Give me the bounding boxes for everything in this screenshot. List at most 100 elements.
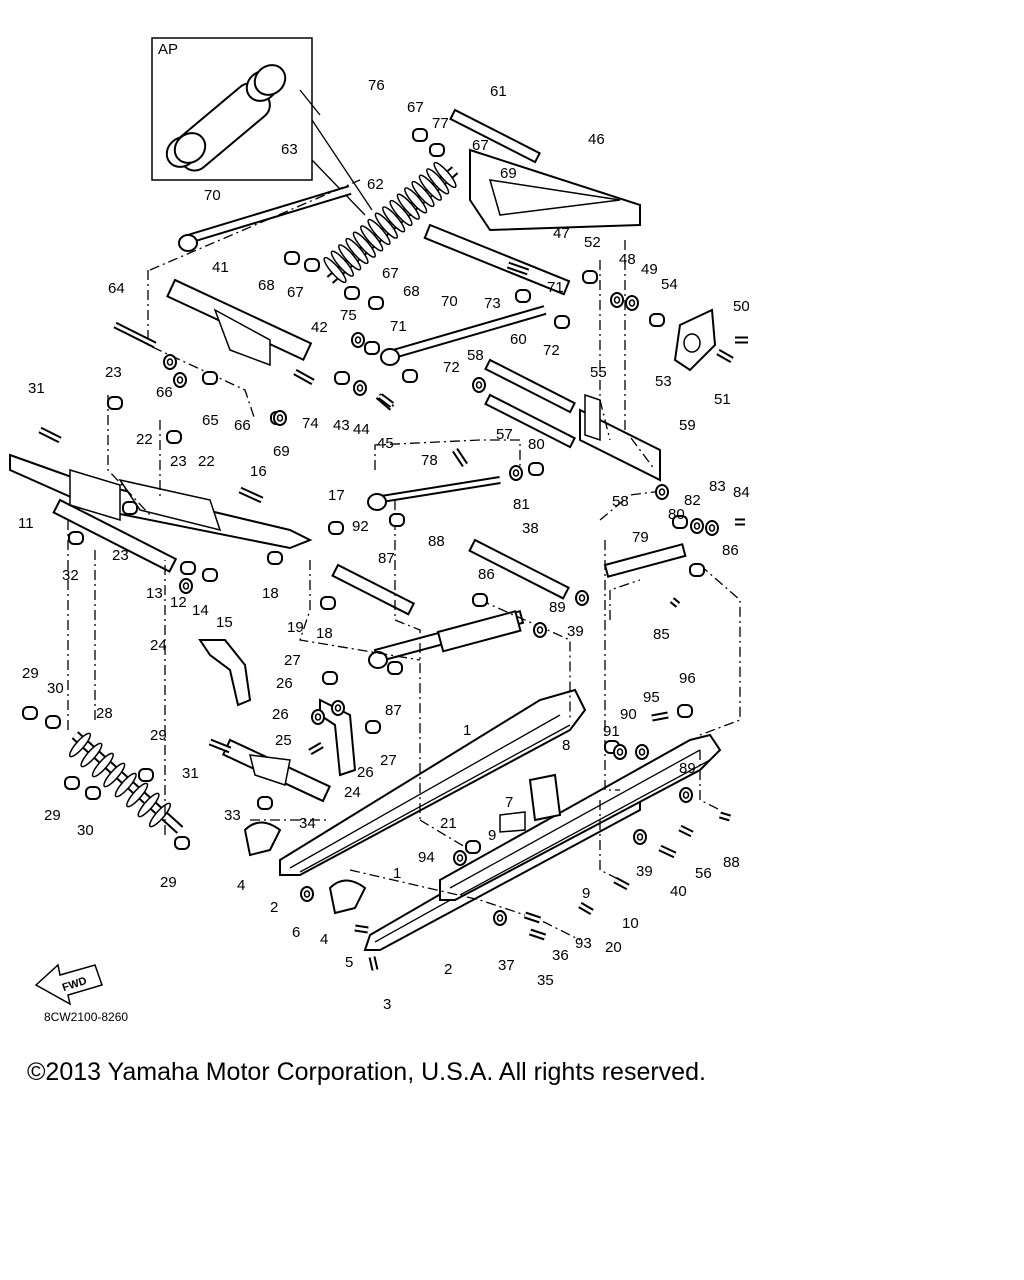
callout-31: 31 (28, 380, 45, 397)
callout-2: 2 (270, 899, 278, 916)
callout-51: 51 (714, 391, 731, 408)
callout-38: 38 (522, 520, 539, 537)
callout-4: 4 (320, 931, 328, 948)
callout-96: 96 (679, 670, 696, 687)
callout-37: 37 (498, 957, 515, 974)
callout-71: 71 (390, 318, 407, 335)
callout-9: 9 (488, 827, 496, 844)
callout-30: 30 (77, 822, 94, 839)
callout-41: 41 (212, 259, 229, 276)
callout-26: 26 (357, 764, 374, 781)
callout-14: 14 (192, 602, 209, 619)
inset-label: AP (158, 41, 178, 58)
shaft-79 (603, 543, 687, 578)
callout-73: 73 (484, 295, 501, 312)
callout-39: 39 (636, 863, 653, 880)
callout-36: 36 (552, 947, 569, 964)
callout-49: 49 (641, 261, 658, 278)
callout-87: 87 (385, 702, 402, 719)
callout-23: 23 (105, 364, 122, 381)
callout-69: 69 (500, 165, 517, 182)
callout-44: 44 (353, 421, 370, 438)
callout-19: 19 (287, 619, 304, 636)
callout-53: 53 (655, 373, 672, 390)
callout-32: 32 (62, 567, 79, 584)
callout-29: 29 (22, 665, 39, 682)
boot-part-illustration (165, 64, 287, 172)
callout-25: 25 (275, 732, 292, 749)
arm-34 (221, 738, 332, 803)
callout-39: 39 (567, 623, 584, 640)
callout-86: 86 (722, 542, 739, 559)
callout-17: 17 (328, 487, 345, 504)
callout-64: 64 (108, 280, 125, 297)
rod-70-middle (380, 305, 547, 366)
shaft-38 (468, 538, 570, 600)
callout-58: 58 (467, 347, 484, 364)
callout-67: 67 (287, 284, 304, 301)
callout-68: 68 (403, 283, 420, 300)
callout-27: 27 (380, 752, 397, 769)
callout-66: 66 (234, 417, 251, 434)
callout-54: 54 (661, 276, 678, 293)
slider-4 (243, 821, 367, 915)
callout-34: 34 (299, 815, 316, 832)
callout-90: 90 (620, 706, 637, 723)
callout-11: 11 (18, 515, 34, 532)
callout-89: 89 (549, 599, 566, 616)
callout-74: 74 (302, 415, 319, 432)
callout-57: 57 (496, 426, 513, 443)
callout-20: 20 (605, 939, 622, 956)
leader-lines (67, 179, 741, 941)
callout-55: 55 (590, 364, 607, 381)
callout-45: 45 (377, 435, 394, 452)
front-arm-11 (9, 453, 313, 573)
callout-88: 88 (428, 533, 445, 550)
fwd-arrow-icon: FWD (34, 963, 103, 1006)
diagram-code: 8CW2100-8260 (44, 1010, 129, 1024)
callout-60: 60 (510, 331, 527, 348)
bracket-7-8 (499, 773, 562, 833)
callout-23: 23 (112, 547, 129, 564)
callout-26: 26 (272, 706, 289, 723)
callout-82: 82 (684, 492, 701, 509)
parts-diagram: AP (9, 37, 750, 1013)
callout-67: 67 (407, 99, 424, 116)
callout-89: 89 (679, 760, 696, 777)
callout-69: 69 (273, 443, 290, 460)
callout-22: 22 (136, 431, 153, 448)
strap-24-upper (198, 639, 252, 707)
callout-80: 80 (668, 506, 685, 523)
callout-42: 42 (311, 319, 328, 336)
callout-94: 94 (418, 849, 435, 866)
shaft-92 (331, 563, 416, 616)
callout-48: 48 (619, 251, 636, 268)
callout-24: 24 (150, 637, 167, 654)
callout-77: 77 (432, 115, 449, 132)
callout-95: 95 (643, 689, 660, 706)
callout-67: 67 (472, 137, 489, 154)
callout-70: 70 (441, 293, 458, 310)
callout-62: 62 (367, 176, 384, 193)
callout-6: 6 (292, 924, 300, 941)
callout-21: 21 (440, 815, 457, 832)
callout-31: 31 (182, 765, 199, 782)
bracket-55 (579, 393, 661, 482)
callout-63: 63 (281, 141, 298, 158)
callout-18: 18 (262, 585, 279, 602)
upper-arm-46 (449, 108, 641, 232)
callout-52: 52 (584, 234, 601, 251)
callout-5: 5 (345, 954, 353, 971)
shaft-47 (423, 223, 571, 296)
callout-58: 58 (612, 493, 629, 510)
callout-40: 40 (670, 883, 687, 900)
callout-56: 56 (695, 865, 712, 882)
callout-15: 15 (216, 614, 233, 631)
callout-4: 4 (237, 877, 245, 894)
callout-72: 72 (443, 359, 460, 376)
callout-65: 65 (202, 412, 219, 429)
callout-75: 75 (340, 307, 357, 324)
callout-71: 71 (547, 279, 564, 296)
callout-70: 70 (204, 187, 221, 204)
